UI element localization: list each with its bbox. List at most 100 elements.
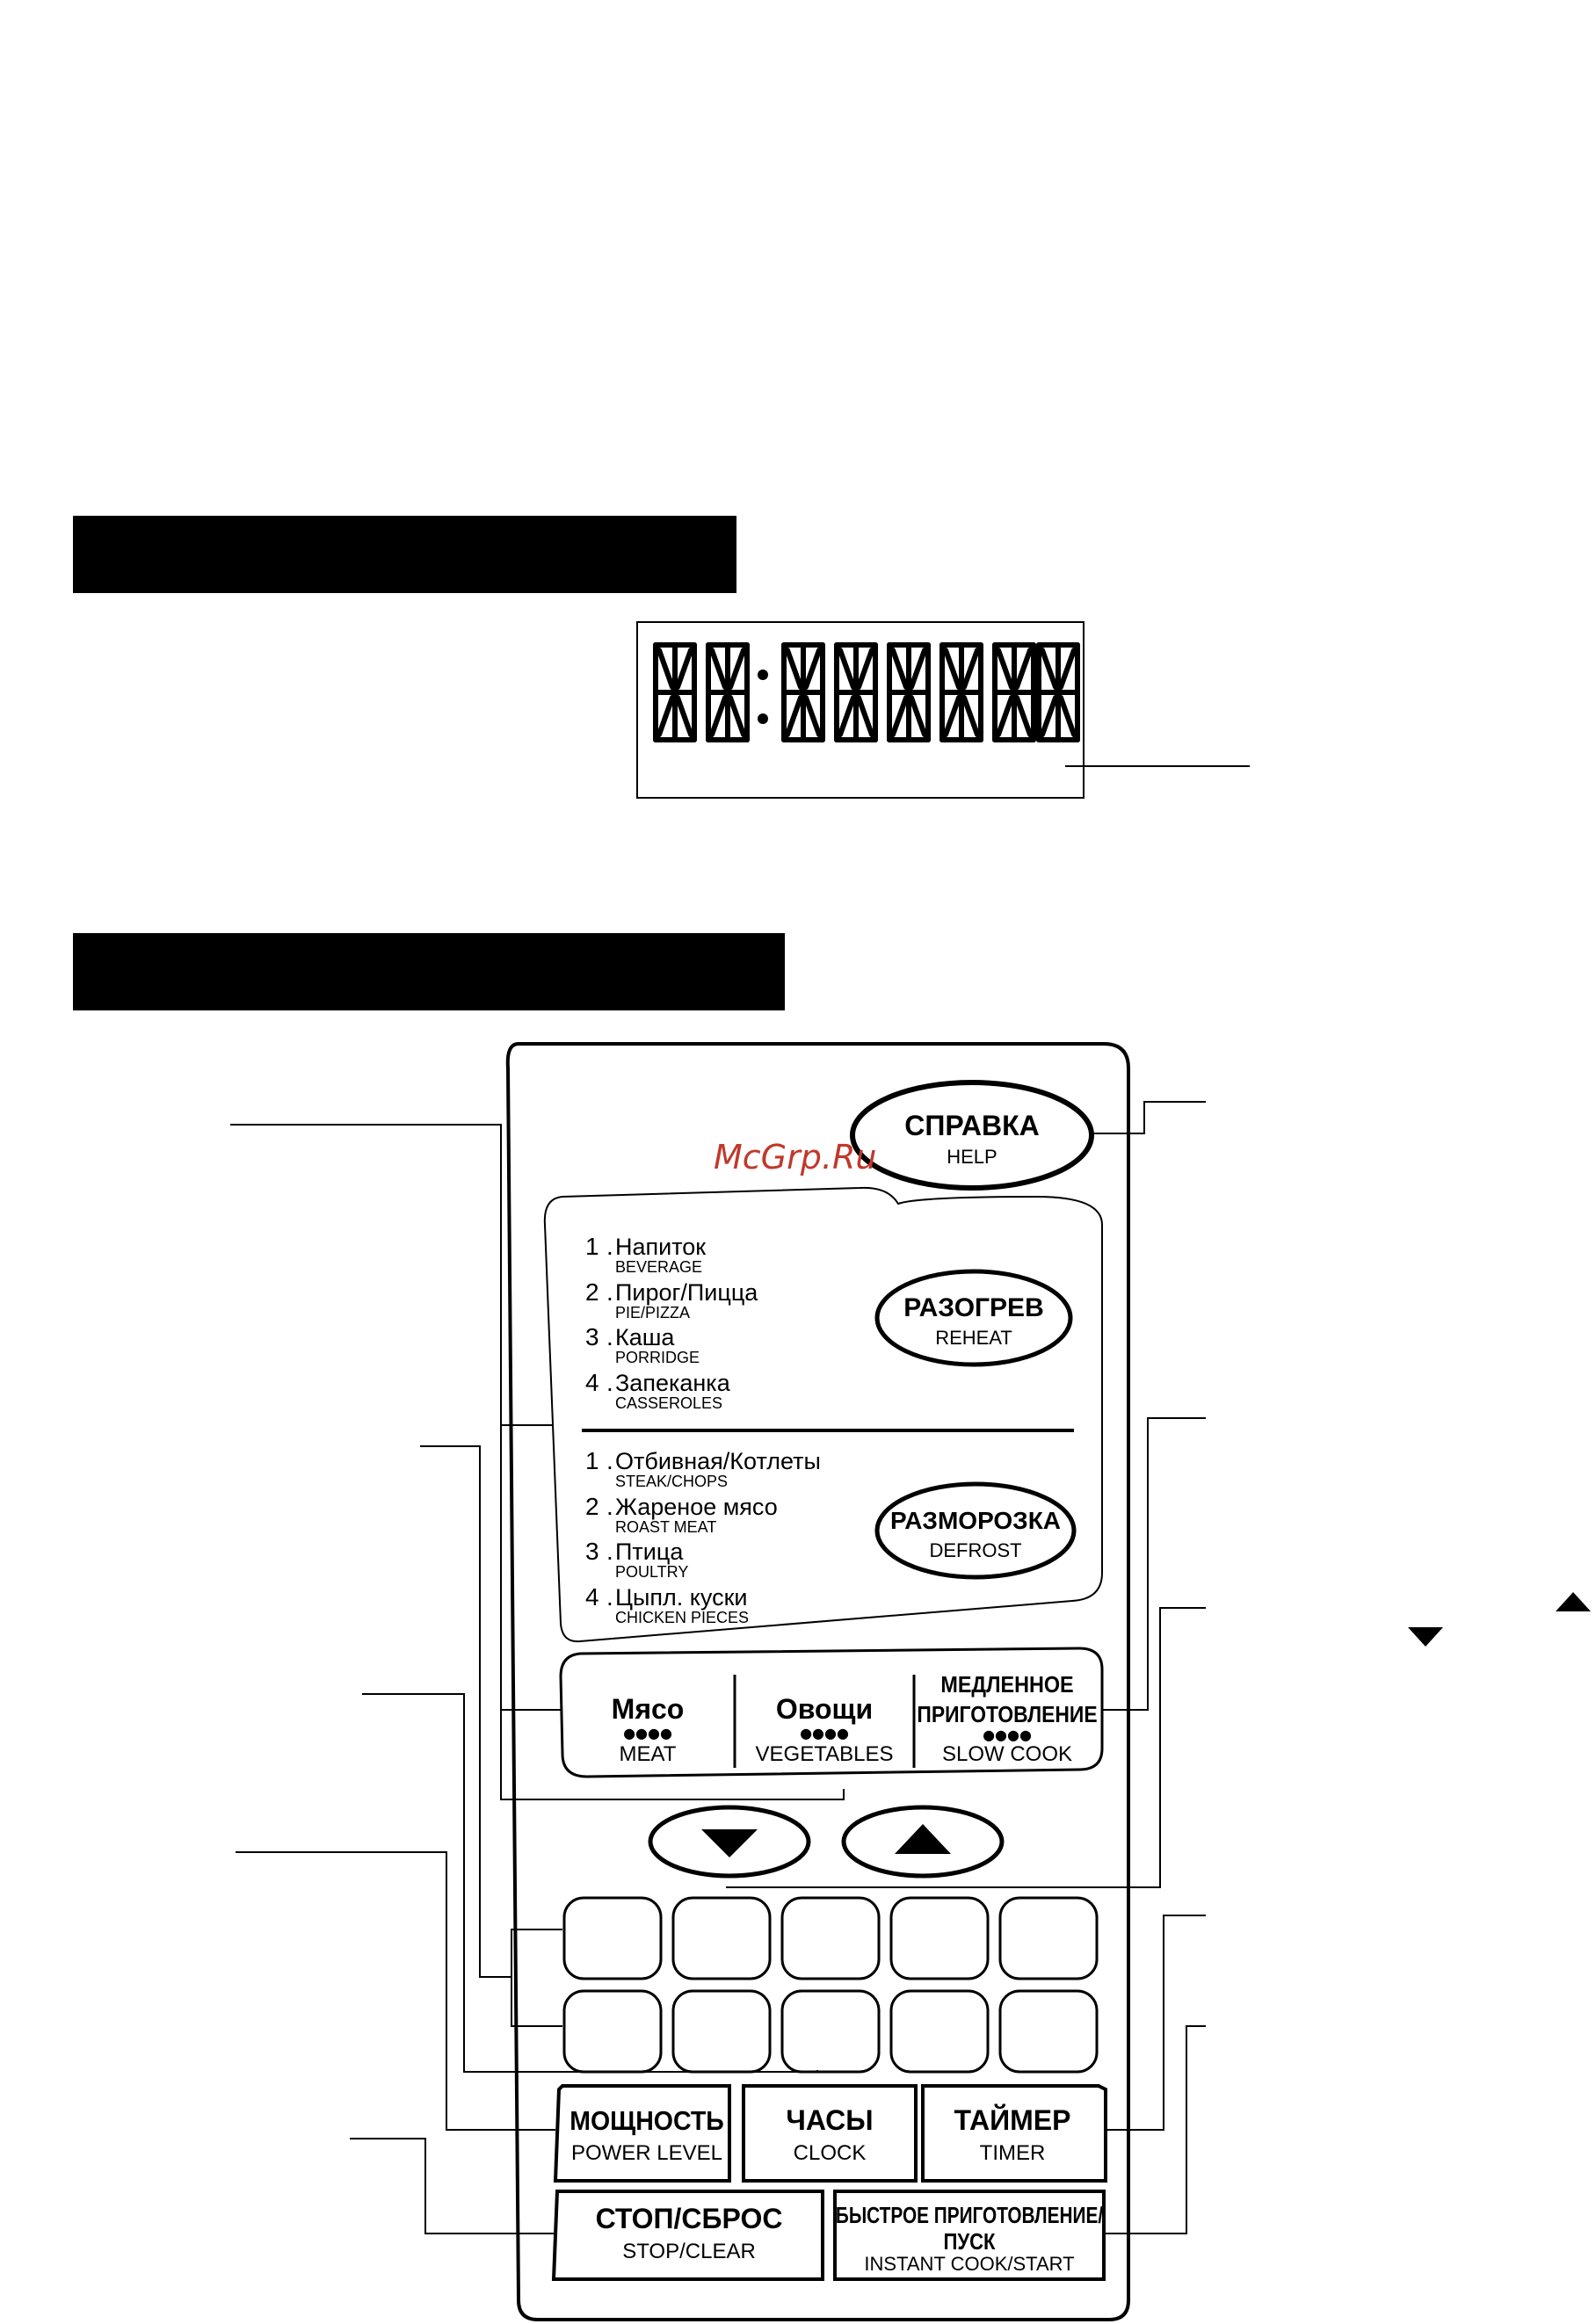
lcd-segment-glyph — [653, 642, 697, 742]
lcd-segment — [890, 695, 909, 737]
defrost-button[interactable]: РАЗМОРОЗКА DEFROST — [874, 1481, 1077, 1580]
defrost-label-ru: РАЗМОРОЗКА — [890, 1507, 1061, 1534]
leader-line — [1090, 1101, 1206, 1134]
reheat-button[interactable]: РАЗОГРЕВ REHEAT — [874, 1269, 1073, 1367]
keypad-key[interactable] — [562, 1989, 663, 2074]
svg-text:Пирог/Пицца: Пирог/Пицца — [615, 1279, 758, 1306]
svg-text:STEAK/CHOPS: STEAK/CHOPS — [615, 1473, 728, 1490]
instant-cook-start-button[interactable]: БЫСТРОЕ ПРИГОТОВЛЕНИЕ/ ПУСК INSTANT COOK… — [833, 2190, 1106, 2281]
lcd-segment — [709, 648, 728, 690]
auto-menu-strip-outline — [559, 1647, 1104, 1778]
keypad-key[interactable] — [671, 1989, 772, 2074]
keypad-row-bottom — [562, 1989, 1099, 2074]
timer-button[interactable]: ТАЙМЕР TIMER — [921, 2084, 1107, 2183]
leader-lines-left — [230, 1124, 845, 2234]
panel-outline — [505, 1042, 1130, 2321]
lcd-segment — [803, 648, 822, 690]
power-level-button[interactable]: МОЩНОСТЬ POWER LEVEL — [553, 2084, 731, 2183]
menu-panel-outline — [543, 1186, 1103, 1643]
timer-label-en: TIMER — [980, 2141, 1046, 2165]
vegetables-button[interactable]: Овощи ●●●● VEGETABLES — [756, 1693, 894, 1766]
stop-clear-label-ru: СТОП/СБРОС — [596, 2203, 783, 2234]
lcd-segment — [961, 695, 980, 737]
lcd-segment — [909, 695, 927, 737]
lcd-segment — [909, 648, 927, 690]
triangle-up-icon — [895, 1824, 951, 1854]
lcd-segment — [1014, 695, 1033, 737]
svg-text:ROAST MEAT: ROAST MEAT — [615, 1518, 716, 1536]
instant-cook-label-ru-line2: ПУСК — [943, 2229, 995, 2255]
triangle-down-icon — [1408, 1627, 1443, 1647]
svg-text:CASSEROLES: CASSEROLES — [615, 1394, 722, 1412]
down-arrow-button[interactable] — [648, 1805, 811, 1879]
defrost-list: 1 . Отбивная/Котлеты STEAK/CHOPS 2 . Жар… — [585, 1447, 821, 1626]
lcd-segment — [996, 695, 1014, 737]
instant-cook-label-ru-line1: БЫСТРОЕ ПРИГОТОВЛЕНИЕ/ — [836, 2203, 1104, 2228]
slow-cook-label-ru-line1: МЕДЛЕННОЕ — [940, 1673, 1073, 1698]
lcd-segment — [856, 648, 874, 690]
keypad-key[interactable] — [998, 1989, 1099, 2074]
svg-text:1: 1 — [585, 1447, 599, 1474]
svg-text:3: 3 — [585, 1538, 599, 1565]
leader-line — [1106, 1915, 1206, 2131]
slow-cook-button[interactable]: МЕДЛЕННОЕ ПРИГОТОВЛЕНИЕ ●●●● SLOW COOK — [917, 1673, 1097, 1766]
slow-cook-dots: ●●●● — [983, 1727, 1032, 1743]
section-header-bar-display — [73, 516, 736, 593]
keypad-key[interactable] — [671, 1896, 772, 1980]
svg-text:.: . — [606, 1233, 613, 1260]
leader-line — [236, 1851, 555, 2131]
help-button[interactable]: СПРАВКА HELP — [850, 1080, 1094, 1191]
lcd-segment — [785, 648, 803, 690]
keypad-key[interactable] — [780, 1989, 881, 2074]
svg-text:.: . — [606, 1323, 613, 1350]
clock-button[interactable]: ЧАСЫ CLOCK — [742, 2084, 918, 2183]
keypad-key[interactable] — [889, 1989, 990, 2074]
lcd-segment — [838, 695, 856, 737]
meat-button[interactable]: Мясо ●●●● MEAT — [612, 1693, 685, 1766]
list-item: 4 . Запеканка CASSEROLES — [585, 1369, 731, 1412]
stop-clear-button[interactable]: СТОП/СБРОС STOP/CLEAR — [551, 2190, 824, 2281]
keypad-key[interactable] — [562, 1896, 663, 1980]
lcd-segment — [709, 695, 728, 737]
lcd-segment — [1040, 648, 1058, 690]
leader-line — [362, 1693, 818, 2073]
lcd-segment-glyph — [706, 642, 750, 742]
slow-cook-label-en: SLOW COOK — [942, 1742, 1072, 1766]
keypad-key[interactable] — [998, 1896, 1099, 1980]
keypad-key[interactable] — [780, 1896, 881, 1980]
watermark-text: McGrp.Ru — [714, 1138, 876, 1176]
svg-text:Запеканка: Запеканка — [615, 1370, 731, 1396]
list-item: 3 . Каша PORRIDGE — [585, 1323, 700, 1366]
svg-text:4: 4 — [585, 1583, 599, 1611]
lcd-colon-dot-top — [758, 670, 768, 680]
lcd-segment — [657, 648, 675, 690]
svg-text:Отбивная/Котлеты: Отбивная/Котлеты — [615, 1448, 821, 1474]
svg-text:.: . — [606, 1369, 613, 1396]
lcd-segment — [675, 648, 693, 690]
svg-text:CHICKEN PIECES: CHICKEN PIECES — [615, 1609, 749, 1626]
keypad-key[interactable] — [889, 1896, 990, 1980]
clock-label-en: CLOCK — [794, 2141, 867, 2165]
lcd-segment — [728, 648, 746, 690]
list-item: 4 . Цыпл. куски CHICKEN PIECES — [585, 1583, 749, 1626]
svg-text:PIE/PIZZA: PIE/PIZZA — [615, 1304, 690, 1321]
lcd-segment — [675, 695, 693, 737]
svg-text:1: 1 — [585, 1233, 599, 1260]
lcd-segment — [943, 648, 961, 690]
svg-text:Каша: Каша — [615, 1324, 675, 1350]
timer-label-ru: ТАЙМЕР — [954, 2104, 1071, 2136]
svg-text:.: . — [606, 1278, 613, 1306]
vegetables-label-ru: Овощи — [776, 1693, 873, 1725]
svg-text:Жареное мясо: Жареное мясо — [615, 1494, 778, 1520]
leader-line — [1104, 2025, 1206, 2234]
lcd-segment — [996, 648, 1014, 690]
up-arrow-button[interactable] — [841, 1805, 1005, 1879]
svg-text:2: 2 — [585, 1493, 599, 1520]
section-header-bar-control-panel — [73, 933, 785, 1010]
vegetables-dots: ●●●● — [800, 1725, 849, 1741]
lcd-segment — [803, 695, 822, 737]
lcd-segment — [728, 695, 746, 737]
svg-text:POULTRY: POULTRY — [615, 1563, 688, 1581]
svg-text:BEVERAGE: BEVERAGE — [615, 1258, 702, 1276]
